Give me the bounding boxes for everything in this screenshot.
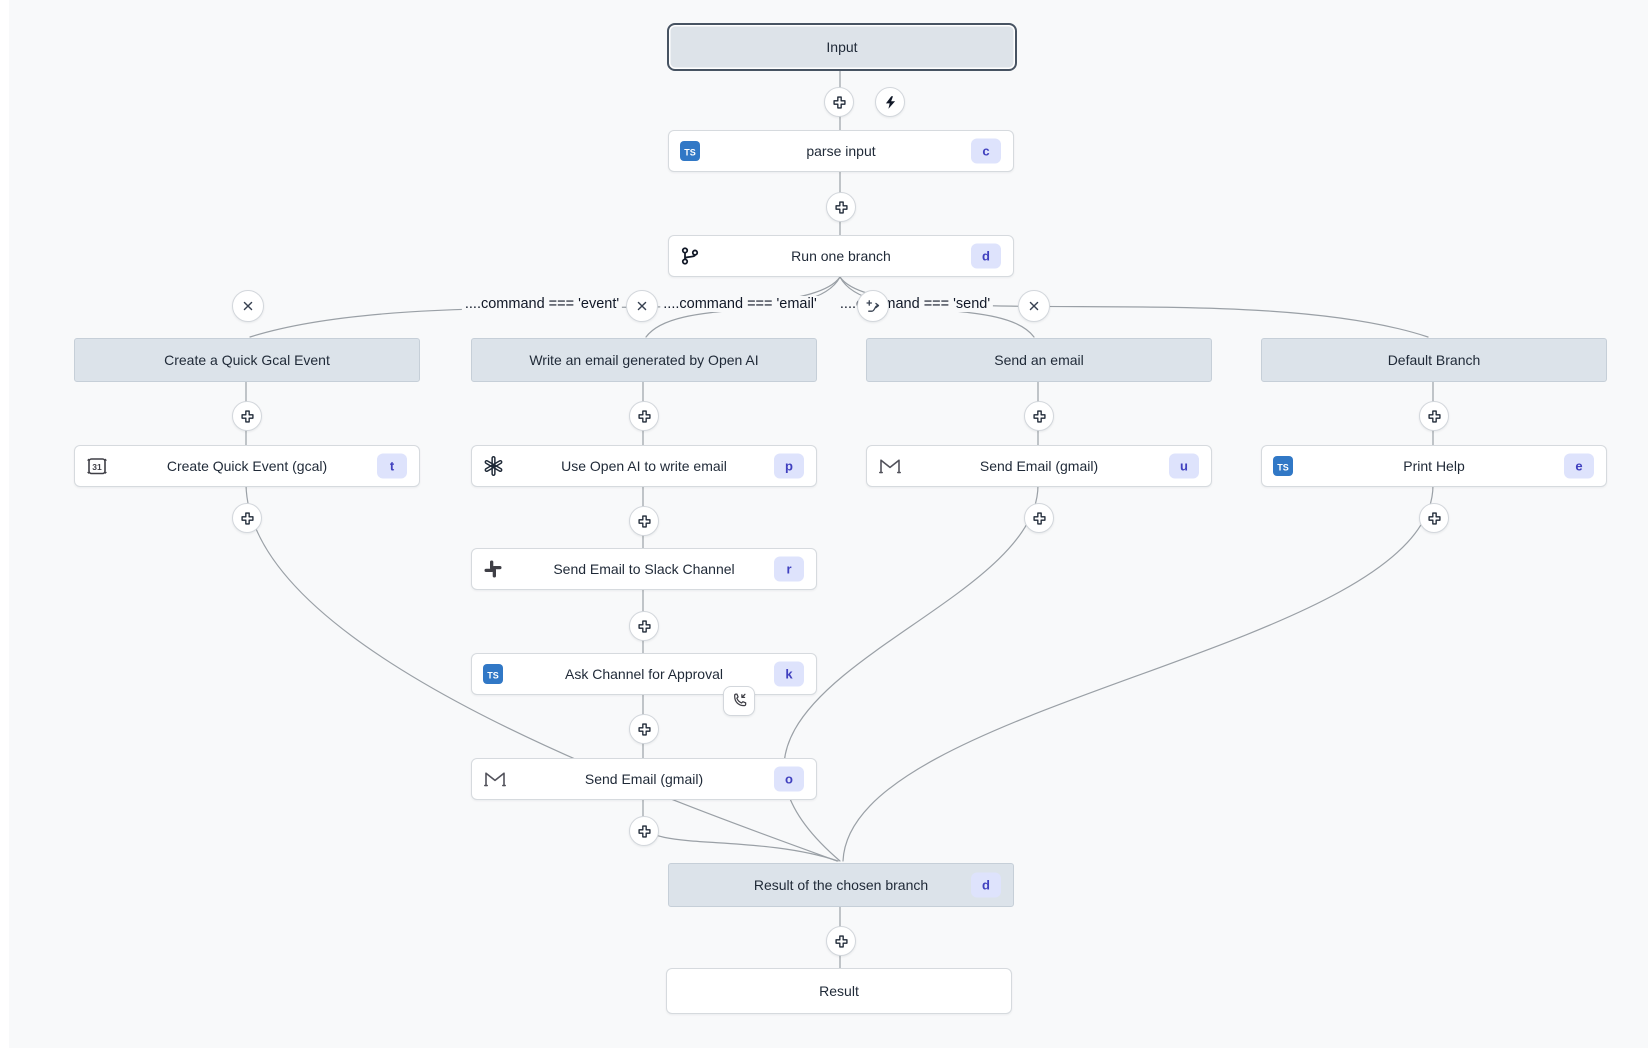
delete-branch-button[interactable] — [626, 290, 658, 322]
step-label: Send Email to Slack Channel — [553, 561, 735, 577]
branch-header-label: Default Branch — [1387, 352, 1481, 368]
step-print-help[interactable]: Print Help e — [1261, 445, 1607, 487]
step-badge: c — [971, 138, 1001, 164]
plus-icon — [637, 514, 652, 529]
add-step-button[interactable] — [826, 192, 856, 222]
step-badge: o — [774, 766, 804, 792]
close-icon — [634, 298, 650, 314]
branch-header-label: Send an email — [994, 352, 1084, 368]
step-use-openai[interactable]: Use Open AI to write email p — [471, 445, 817, 487]
input-node-label: Input — [826, 39, 858, 55]
plus-icon — [240, 409, 255, 424]
step-label: Use Open AI to write email — [561, 458, 727, 474]
step-badge: d — [971, 872, 1001, 898]
add-step-button[interactable] — [629, 611, 659, 641]
close-icon — [240, 298, 256, 314]
plus-icon — [834, 200, 849, 215]
step-label: Send Email (gmail) — [584, 771, 704, 787]
plus-icon — [637, 409, 652, 424]
branch-header-label: Create a Quick Gcal Event — [164, 352, 330, 368]
step-send-email-gmail-middle[interactable]: Send Email (gmail) o — [471, 758, 817, 800]
plus-icon — [1032, 409, 1047, 424]
add-step-button[interactable] — [1419, 401, 1449, 431]
trigger-button[interactable] — [875, 87, 905, 117]
branch-condition-email: ....command === 'email' — [660, 296, 820, 312]
plus-icon — [637, 824, 652, 839]
lightning-icon — [883, 95, 898, 110]
add-step-button[interactable] — [1024, 503, 1054, 533]
add-step-button[interactable] — [232, 401, 262, 431]
branch-header-openai-email[interactable]: Write an email generated by Open AI — [471, 338, 817, 382]
plus-icon — [240, 511, 255, 526]
node-label: Result of the chosen branch — [753, 877, 929, 893]
plus-icon — [1032, 511, 1047, 526]
step-badge: k — [774, 661, 804, 687]
result-of-chosen-branch-node[interactable]: Result of the chosen branch d — [668, 863, 1014, 907]
add-step-button[interactable] — [629, 714, 659, 744]
step-label: Run one branch — [791, 248, 891, 264]
step-create-quick-event[interactable]: Create Quick Event (gcal) t — [74, 445, 420, 487]
branch-header-default[interactable]: Default Branch — [1261, 338, 1607, 382]
step-label: Create Quick Event (gcal) — [166, 458, 328, 474]
add-step-button[interactable] — [1419, 503, 1449, 533]
canvas-left-edge — [0, 0, 9, 1048]
result-node-label: Result — [819, 983, 859, 999]
plus-icon — [832, 95, 847, 110]
branch-condition-event: ....command === 'event' — [461, 296, 623, 312]
phone-incoming-icon — [730, 692, 748, 710]
step-badge: e — [1564, 453, 1594, 479]
plus-icon — [637, 619, 652, 634]
step-label: Print Help — [1403, 458, 1465, 474]
add-step-button[interactable] — [826, 926, 856, 956]
add-step-button[interactable] — [1024, 401, 1054, 431]
add-branch-icon — [865, 298, 882, 315]
result-node[interactable]: Result — [666, 968, 1012, 1014]
add-step-button[interactable] — [629, 401, 659, 431]
plus-icon — [1427, 409, 1442, 424]
branch-header-label: Write an email generated by Open AI — [529, 352, 759, 368]
step-badge: p — [774, 453, 804, 479]
step-label: Ask Channel for Approval — [565, 666, 723, 682]
plus-icon — [637, 722, 652, 737]
delete-branch-button[interactable] — [232, 290, 264, 322]
delete-branch-button[interactable] — [1018, 290, 1050, 322]
step-ask-channel-approval[interactable]: Ask Channel for Approval k — [471, 653, 817, 695]
step-badge: d — [971, 243, 1001, 269]
step-label: parse input — [806, 143, 876, 159]
step-badge: u — [1169, 453, 1199, 479]
step-send-email-slack[interactable]: Send Email to Slack Channel r — [471, 548, 817, 590]
step-badge: r — [774, 556, 804, 582]
step-badge: t — [377, 453, 407, 479]
step-run-one-branch[interactable]: Run one branch d — [668, 235, 1014, 277]
input-node[interactable]: Input — [667, 23, 1017, 71]
branch-header-send-email[interactable]: Send an email — [866, 338, 1212, 382]
suspend-approval-indicator[interactable] — [723, 686, 755, 716]
plus-icon — [834, 934, 849, 949]
add-step-button[interactable] — [629, 506, 659, 536]
add-branch-button[interactable] — [857, 290, 889, 322]
add-step-button[interactable] — [232, 503, 262, 533]
close-icon — [1026, 298, 1042, 314]
step-send-email-gmail-right[interactable]: Send Email (gmail) u — [866, 445, 1212, 487]
add-step-button[interactable] — [629, 816, 659, 846]
step-label: Send Email (gmail) — [979, 458, 1099, 474]
plus-icon — [1427, 511, 1442, 526]
step-parse-input[interactable]: parse input c — [668, 130, 1014, 172]
add-step-button[interactable] — [824, 87, 854, 117]
branch-header-gcal-event[interactable]: Create a Quick Gcal Event — [74, 338, 420, 382]
